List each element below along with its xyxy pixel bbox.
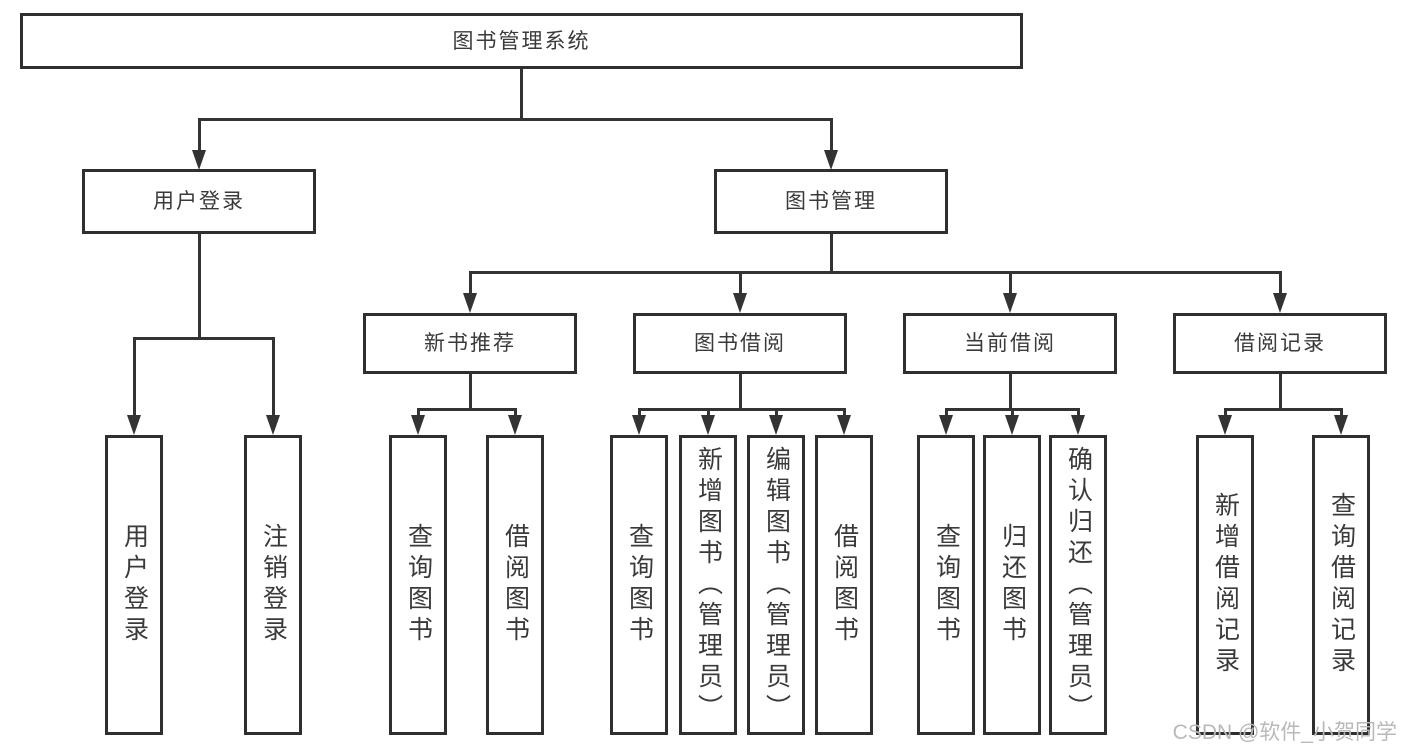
arrow-down-icon xyxy=(192,150,206,170)
connector-line xyxy=(133,337,136,416)
arrow-down-icon xyxy=(824,150,838,170)
connector-line xyxy=(417,408,517,411)
leaf-user-login: 用户登录 xyxy=(105,435,163,735)
node-book-management-label: 图书管理 xyxy=(785,190,877,213)
leaf-add-borrow-record-label: 新增借阅记录 xyxy=(1211,492,1240,678)
connector-line xyxy=(133,337,275,340)
arrow-down-icon xyxy=(837,415,851,435)
connector-line xyxy=(830,118,833,151)
leaf-logout-label: 注销登录 xyxy=(259,523,288,647)
leaf-edit-books-admin: 编辑图书（管理员） xyxy=(747,435,805,735)
node-book-borrow: 图书借阅 xyxy=(633,313,847,374)
node-current-borrow: 当前借阅 xyxy=(903,313,1117,374)
connector-line xyxy=(830,234,833,273)
arrow-down-icon xyxy=(1218,415,1232,435)
leaf-confirm-return-admin: 确认归还（管理员） xyxy=(1049,435,1107,735)
leaf-borrow-query-books: 查询图书 xyxy=(610,435,668,735)
connector-line xyxy=(707,408,710,417)
connector-line xyxy=(469,271,1282,274)
node-user-login: 用户登录 xyxy=(82,169,316,234)
leaf-add-books-admin-label: 新增图书（管理员） xyxy=(694,445,723,725)
leaf-newbook-borrow-books-label: 借阅图书 xyxy=(501,523,530,647)
leaf-newbook-query-books: 查询图书 xyxy=(389,435,447,735)
leaf-query-borrow-record: 查询借阅记录 xyxy=(1312,435,1370,735)
connector-line xyxy=(1077,408,1080,417)
connector-line xyxy=(272,337,275,416)
node-current-borrow-label: 当前借阅 xyxy=(964,332,1056,355)
arrow-down-icon xyxy=(939,415,953,435)
connector-line xyxy=(198,118,832,121)
csdn-watermark: CSDN @软件_小贺同学 xyxy=(1172,721,1397,744)
connector-line xyxy=(469,374,472,410)
arrow-down-icon xyxy=(1003,293,1017,313)
node-new-book-recommend-label: 新书推荐 xyxy=(424,332,516,355)
arrow-down-icon xyxy=(769,415,783,435)
connector-line xyxy=(638,408,641,417)
connector-line xyxy=(1011,408,1014,417)
arrow-down-icon xyxy=(266,415,280,435)
arrow-down-icon xyxy=(508,415,522,435)
node-borrow-records-label: 借阅记录 xyxy=(1234,332,1326,355)
node-user-login-label: 用户登录 xyxy=(153,190,245,213)
leaf-add-books-admin: 新增图书（管理员） xyxy=(679,435,737,735)
leaf-borrow-books-label: 借阅图书 xyxy=(830,523,859,647)
connector-line xyxy=(1340,408,1343,417)
leaf-return-books: 归还图书 xyxy=(983,435,1041,735)
connector-line xyxy=(1009,271,1012,295)
node-book-borrow-label: 图书借阅 xyxy=(694,332,786,355)
connector-line xyxy=(739,374,742,410)
arrow-down-icon xyxy=(1334,415,1348,435)
connector-line xyxy=(843,408,846,417)
node-new-book-recommend: 新书推荐 xyxy=(363,313,577,374)
leaf-add-borrow-record: 新增借阅记录 xyxy=(1196,435,1254,735)
connector-line xyxy=(198,118,201,151)
connector-line xyxy=(1009,374,1012,410)
connector-line xyxy=(469,271,472,295)
arrow-down-icon xyxy=(411,415,425,435)
arrow-down-icon xyxy=(1005,415,1019,435)
node-root: 图书管理系统 xyxy=(20,13,1023,69)
arrow-down-icon xyxy=(1273,293,1287,313)
leaf-confirm-return-admin-label: 确认归还（管理员） xyxy=(1064,445,1093,725)
connector-line xyxy=(775,408,778,417)
leaf-current-query-books: 查询图书 xyxy=(917,435,975,735)
connector-line xyxy=(739,271,742,295)
connector-line xyxy=(514,408,517,417)
leaf-edit-books-admin-label: 编辑图书（管理员） xyxy=(762,445,791,725)
arrow-down-icon xyxy=(463,293,477,313)
leaf-borrow-books: 借阅图书 xyxy=(815,435,873,735)
connector-line xyxy=(1279,271,1282,295)
connector-line xyxy=(417,408,420,417)
node-book-management: 图书管理 xyxy=(714,169,948,234)
arrow-down-icon xyxy=(632,415,646,435)
leaf-logout: 注销登录 xyxy=(244,435,302,735)
arrow-down-icon xyxy=(127,415,141,435)
leaf-current-query-books-label: 查询图书 xyxy=(932,523,961,647)
arrow-down-icon xyxy=(733,293,747,313)
connector-line xyxy=(520,69,523,119)
leaf-borrow-query-books-label: 查询图书 xyxy=(625,523,654,647)
arrow-down-icon xyxy=(701,415,715,435)
connector-line xyxy=(1224,408,1227,417)
leaf-query-borrow-record-label: 查询借阅记录 xyxy=(1327,492,1356,678)
connector-line xyxy=(638,408,846,411)
leaf-user-login-label: 用户登录 xyxy=(120,523,149,647)
connector-line xyxy=(1224,408,1342,411)
leaf-return-books-label: 归还图书 xyxy=(998,523,1027,647)
connector-line xyxy=(945,408,948,417)
leaf-newbook-borrow-books: 借阅图书 xyxy=(486,435,544,735)
node-borrow-records: 借阅记录 xyxy=(1173,313,1387,374)
connector-line xyxy=(1279,374,1282,410)
connector-line xyxy=(198,234,201,339)
leaf-newbook-query-books-label: 查询图书 xyxy=(404,523,433,647)
node-root-label: 图书管理系统 xyxy=(452,29,591,53)
arrow-down-icon xyxy=(1071,415,1085,435)
